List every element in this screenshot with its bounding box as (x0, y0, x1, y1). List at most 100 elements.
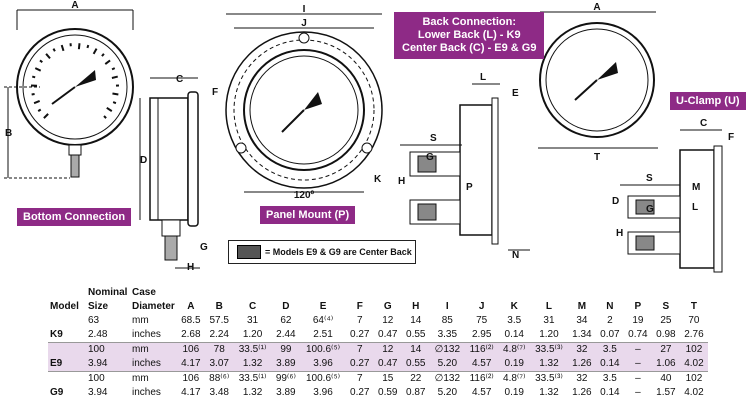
value-cell: 62 (280, 315, 292, 326)
value-cell: 3.5 (507, 315, 522, 326)
column-header: B (215, 301, 223, 312)
value-cell: 75 (476, 315, 488, 326)
panel-mount-gauge (225, 13, 383, 193)
value-cell: 0.19 (498, 357, 531, 372)
dim-A-2: A (593, 2, 600, 13)
header-diameter: Diameter (132, 301, 175, 312)
dial-tick (52, 48, 56, 52)
unit-cell: inches (130, 357, 177, 372)
value-cell: 1.32 (539, 387, 559, 398)
dim-G-2: G (426, 152, 434, 163)
header-case: Case (132, 287, 156, 298)
dim-P: P (466, 182, 473, 193)
unit-cell: inches (132, 387, 161, 398)
value-cell: 0.87 (406, 387, 426, 398)
value-cell: – (623, 371, 652, 386)
dial-tick (32, 75, 36, 79)
dial-tick (103, 115, 107, 119)
value-cell: 0.55 (406, 329, 426, 340)
back-connection-lower: Lower Back (L) - K9 (417, 29, 521, 41)
value-cell: 68.5 (181, 315, 201, 326)
value-cell: 0.59 (378, 387, 398, 398)
column-header: A (187, 301, 195, 312)
dial-tick (60, 44, 65, 52)
value-cell: 33.5⁽¹⁾ (233, 371, 272, 386)
dim-G-1: G (200, 242, 208, 253)
value-cell: 4.57 (471, 387, 492, 398)
value-cell: 1.20 (539, 329, 559, 340)
value-cell: 2.44 (276, 329, 296, 340)
value-cell: 1.32 (233, 357, 272, 372)
value-cell: 31 (543, 315, 555, 326)
value-cell: 1.26 (572, 387, 592, 398)
column-header: D (282, 301, 290, 312)
dim-S-2: S (646, 173, 653, 184)
unit-cell: mm (130, 342, 177, 357)
gauge-dimension-drawing: A B C F D G H I J K 120º (4, 0, 734, 273)
back-connection-gauge (400, 83, 530, 251)
dim-M: M (692, 182, 700, 193)
value-cell: 12 (382, 315, 394, 326)
value-cell: 12 (373, 342, 402, 357)
model-cell: K9 (50, 329, 63, 340)
value-cell: 40 (651, 371, 680, 386)
header-blank-2 (177, 286, 708, 300)
dial-tick (77, 43, 81, 50)
value-cell: 0.27 (345, 357, 374, 372)
dim-G-3: G (646, 204, 654, 215)
value-cell: 3.89 (271, 357, 301, 372)
value-cell: 2.68 (181, 329, 201, 340)
dim-N: N (512, 250, 519, 261)
dim-D-2: D (612, 196, 619, 207)
value-cell: 22 (401, 371, 430, 386)
bottom-connection-label: Bottom Connection (17, 208, 132, 226)
value-cell: 0.27 (350, 387, 370, 398)
value-cell: 100.6⁽⁵⁾ (300, 342, 346, 357)
nominal-size-cell: 100 (86, 342, 130, 357)
value-cell: 1.32 (242, 387, 263, 398)
value-cell: 116⁽²⁾ (464, 371, 499, 386)
value-cell: 2.76 (684, 329, 704, 340)
value-cell: 70 (688, 315, 700, 326)
dial-tick (112, 92, 119, 96)
value-cell: 33.5⁽³⁾ (530, 371, 568, 386)
value-cell: 3.35 (437, 329, 458, 340)
center-back-legend: = Models E9 & G9 are Center Back (228, 240, 416, 264)
dim-I: I (303, 4, 306, 15)
value-cell: 99⁽⁶⁾ (271, 371, 301, 386)
value-cell: 3.96 (313, 387, 333, 398)
value-cell: 88⁽⁶⁾ (204, 371, 234, 386)
value-cell: 106 (176, 342, 205, 357)
value-cell: 4.17 (181, 387, 201, 398)
value-cell: 85 (441, 315, 453, 326)
dial-tick (43, 113, 49, 119)
column-header: M (577, 301, 587, 312)
dial-tick (111, 67, 116, 71)
column-header: F (356, 301, 363, 312)
dimension-table: Nominal Case Model Size Diameter A B C D… (48, 286, 708, 400)
column-header: G (383, 301, 392, 312)
value-cell: 3.07 (204, 357, 234, 372)
value-cell: 7 (356, 315, 363, 326)
model-cell: E9 (48, 357, 86, 372)
dial-tick (86, 44, 90, 49)
value-cell: 7 (345, 371, 374, 386)
value-cell: 4.02 (679, 357, 708, 372)
value-cell: 33.5⁽³⁾ (530, 342, 568, 357)
value-cell: 32 (567, 371, 596, 386)
dim-D-1: D (140, 155, 147, 166)
center-back-swatch (237, 245, 261, 259)
legend-text: = Models E9 & G9 are Center Back (265, 247, 412, 257)
value-cell: 4.8⁽⁷⁾ (498, 371, 531, 386)
dial-tick (37, 108, 42, 112)
u-clamp-gauge-side (620, 129, 723, 273)
column-header: K (510, 301, 518, 312)
nominal-size-cell: 100 (86, 371, 130, 386)
model-cell (48, 371, 86, 386)
value-cell: 0.14 (600, 387, 620, 398)
back-connection-title: Back Connection: (422, 16, 516, 28)
